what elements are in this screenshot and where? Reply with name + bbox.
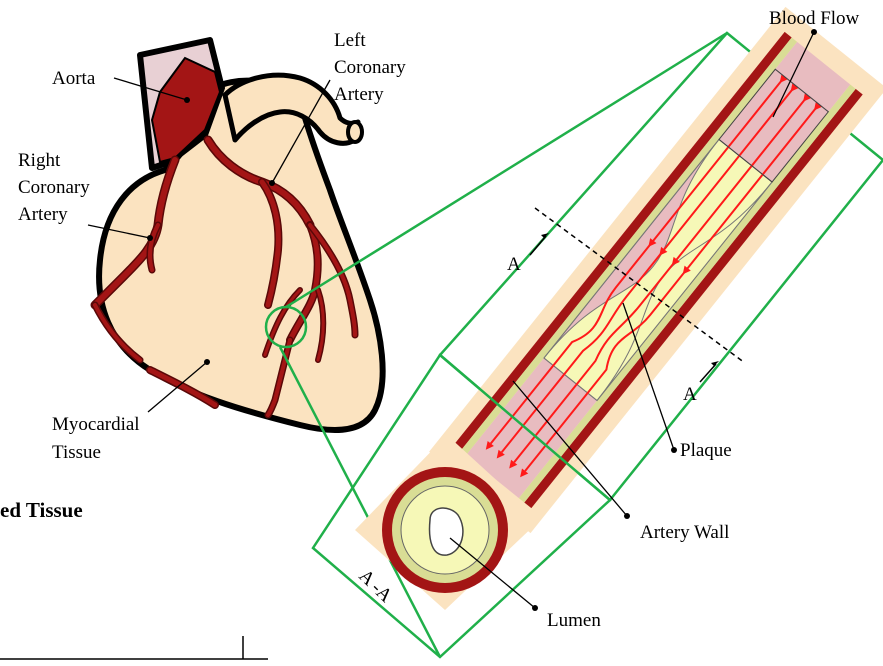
label-left-coronary-2: Coronary (334, 57, 406, 78)
label-section-aa: A -A (355, 565, 397, 606)
cross-lumen (430, 508, 463, 555)
label-left-coronary-3: Artery (334, 84, 384, 105)
label-section-a-lower: A (683, 384, 697, 405)
label-blood-flow: Blood Flow (769, 8, 860, 29)
label-plaque: Plaque (680, 440, 732, 461)
label-right-coronary-1: Right (18, 150, 61, 171)
label-artery-wall: Artery Wall (640, 522, 729, 543)
label-myocardial-2: Tissue (52, 442, 101, 463)
label-right-coronary-3: Artery (18, 204, 68, 225)
label-section-a-upper: A (507, 254, 521, 275)
label-aorta: Aorta (52, 68, 96, 89)
artery-longitudinal-view (429, 7, 883, 533)
vessel-opening (348, 122, 362, 142)
label-myocardial-1: Myocardial (52, 414, 140, 435)
label-lumen: Lumen (547, 610, 601, 631)
bottom-axis-fragment (0, 636, 268, 659)
label-right-coronary-2: Coronary (18, 177, 90, 198)
label-cut-off-text: ed Tissue (0, 498, 83, 522)
label-left-coronary-1: Left (334, 30, 366, 51)
